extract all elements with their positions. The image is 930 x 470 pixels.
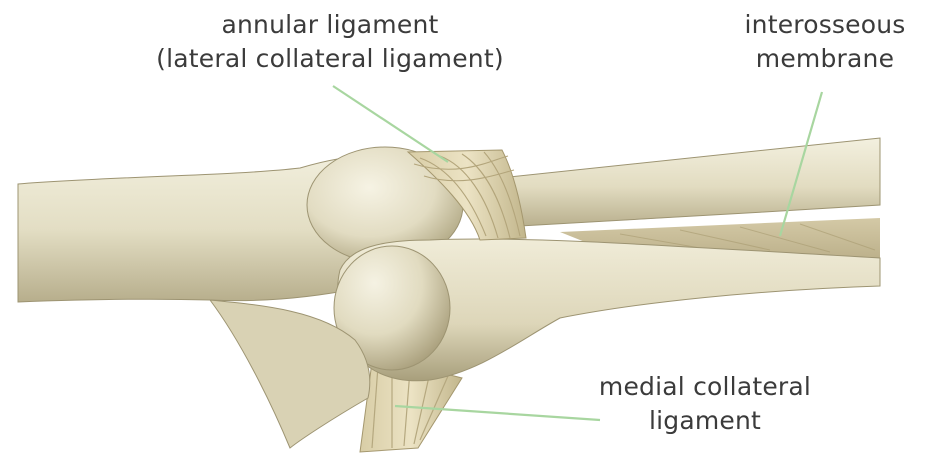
medial-collateral-ligament-label: medial collateral ligament bbox=[540, 370, 870, 438]
interosseous-membrane-label-line2: membrane bbox=[720, 42, 930, 76]
annular-ligament-label-line2: (lateral collateral ligament) bbox=[140, 42, 520, 76]
medial-collateral-ligament-label-line2: ligament bbox=[540, 404, 870, 438]
interosseous-membrane-label: interosseous membrane bbox=[720, 8, 930, 76]
annular-ligament-label: annular ligament (lateral collateral lig… bbox=[140, 8, 520, 76]
interosseous-membrane-label-line1: interosseous bbox=[720, 8, 930, 42]
medial-collateral-ligament-label-line1: medial collateral bbox=[540, 370, 870, 404]
radius-bone bbox=[500, 138, 880, 226]
annular-ligament-label-line1: annular ligament bbox=[140, 8, 520, 42]
